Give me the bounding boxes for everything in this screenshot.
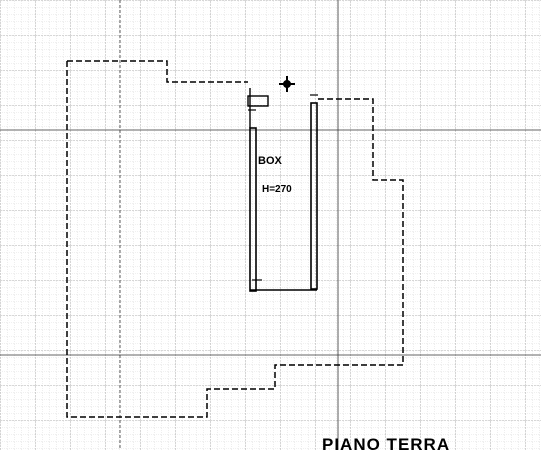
box-walls [247, 88, 318, 292]
box-label: BOX [258, 155, 282, 167]
outer-boundary-left [66, 61, 404, 418]
outer-boundary [67, 60, 248, 83]
floor-title: PIANO TERRA [322, 435, 451, 454]
crosshair-icon [279, 76, 295, 92]
box-height-label: H=270 [262, 184, 292, 195]
